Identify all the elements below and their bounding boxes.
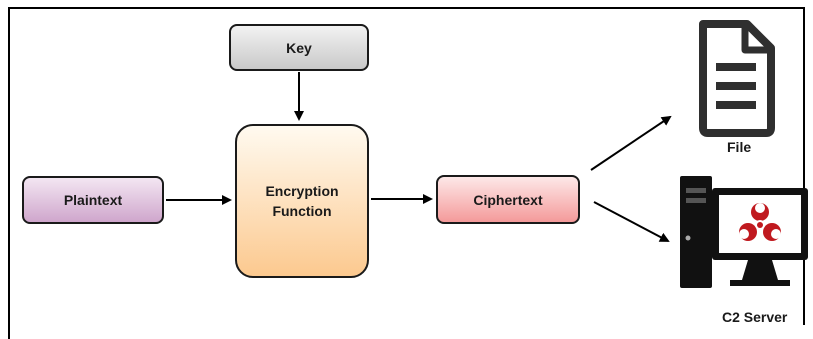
biohazard-icon [739, 203, 781, 241]
ciphertext-label: Ciphertext [473, 191, 543, 208]
c2-server-label: C2 Server [722, 309, 788, 325]
arrow-ciphertext-to-file [590, 115, 672, 171]
frame-edge [8, 323, 10, 339]
arrow-ciphertext-to-c2-server [593, 201, 670, 242]
encryption-function-box: Encryption Function [235, 124, 369, 278]
document-icon [699, 20, 775, 137]
plaintext-box: Plaintext [22, 176, 164, 224]
desktop-computer-biohazard-icon [680, 176, 808, 288]
encryption-label-line2: Function [272, 203, 332, 219]
encryption-label-line1: Encryption [265, 183, 339, 199]
file-label: File [727, 139, 752, 155]
key-label: Key [286, 39, 312, 56]
key-box: Key [229, 24, 369, 71]
diagram-frame [8, 7, 805, 325]
plaintext-label: Plaintext [63, 192, 123, 208]
ciphertext-box: Ciphertext [436, 175, 580, 224]
